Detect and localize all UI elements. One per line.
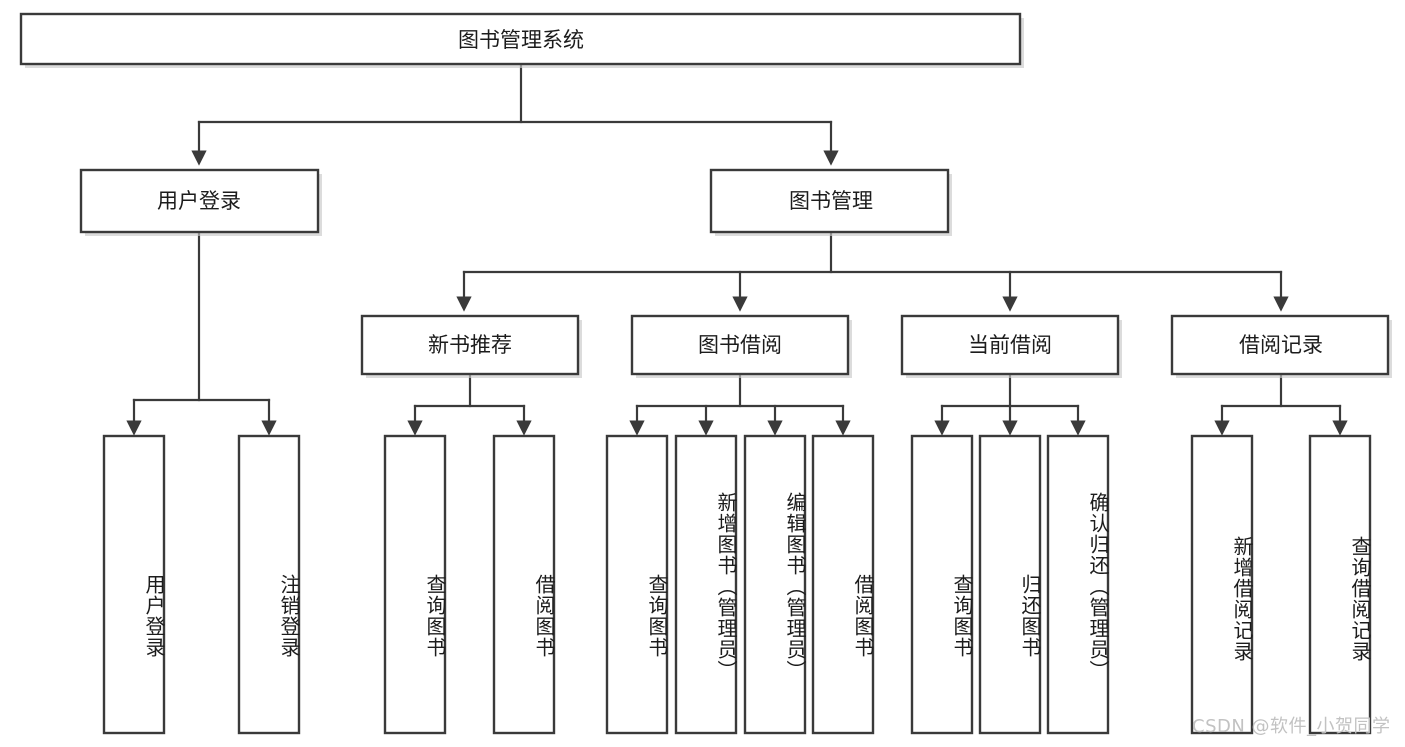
leaf-rec-query-record-rect[interactable]	[1308, 434, 1372, 735]
leaf-rec-add-record-rect[interactable]	[1190, 434, 1254, 735]
leaf-borrow-borrow-book-rect[interactable]	[811, 434, 875, 735]
node-root-label: 图书管理系统	[458, 28, 584, 52]
node-current-borrow-rect[interactable]	[900, 314, 1120, 376]
node-current-borrow[interactable]: 当前借阅	[900, 314, 1122, 378]
leaf-rec-borrow-book-rect[interactable]	[492, 434, 556, 735]
node-new-book-rec-rect[interactable]	[360, 314, 580, 376]
leaf-rec-query-book-rect[interactable]	[383, 434, 447, 735]
node-current-borrow-label: 当前借阅	[968, 333, 1052, 357]
node-user-login[interactable]: 用户登录	[79, 168, 322, 236]
leaf-user-login-rect[interactable]	[102, 434, 166, 735]
leaf-cur-confirm-return-rect[interactable]	[1046, 434, 1110, 735]
leaf-borrow-add-book-rect[interactable]	[674, 434, 738, 735]
node-book-borrow[interactable]: 图书借阅	[630, 314, 852, 378]
node-borrow-record-label: 借阅记录	[1239, 333, 1323, 357]
leaf-borrow-edit-book-rect[interactable]	[743, 434, 807, 735]
node-borrow-record[interactable]: 借阅记录	[1170, 314, 1392, 378]
leaf-cur-query-book-rect[interactable]	[910, 434, 974, 735]
leaf-boxes-layer	[102, 434, 1372, 735]
node-book-borrow-rect[interactable]	[630, 314, 850, 376]
leaf-borrow-query-book-rect[interactable]	[605, 434, 669, 735]
node-book-manage-rect[interactable]	[709, 168, 950, 234]
node-new-book-rec-label: 新书推荐	[428, 333, 512, 357]
leaf-cur-return-book-rect[interactable]	[978, 434, 1042, 735]
node-book-manage-label: 图书管理	[789, 189, 873, 213]
node-book-manage[interactable]: 图书管理	[709, 168, 952, 236]
node-root[interactable]: 图书管理系统	[19, 12, 1024, 68]
node-borrow-record-rect[interactable]	[1170, 314, 1390, 376]
csdn-watermark: CSDN @软件_小贺同学	[1192, 716, 1391, 737]
node-new-book-rec[interactable]: 新书推荐	[360, 314, 582, 378]
connector-layer	[126, 64, 1348, 436]
node-book-borrow-label: 图书借阅	[698, 333, 782, 357]
node-root-rect[interactable]	[19, 12, 1022, 66]
node-user-login-label: 用户登录	[157, 189, 241, 213]
node-user-login-rect[interactable]	[79, 168, 320, 234]
leaf-user-logout-rect[interactable]	[237, 434, 301, 735]
